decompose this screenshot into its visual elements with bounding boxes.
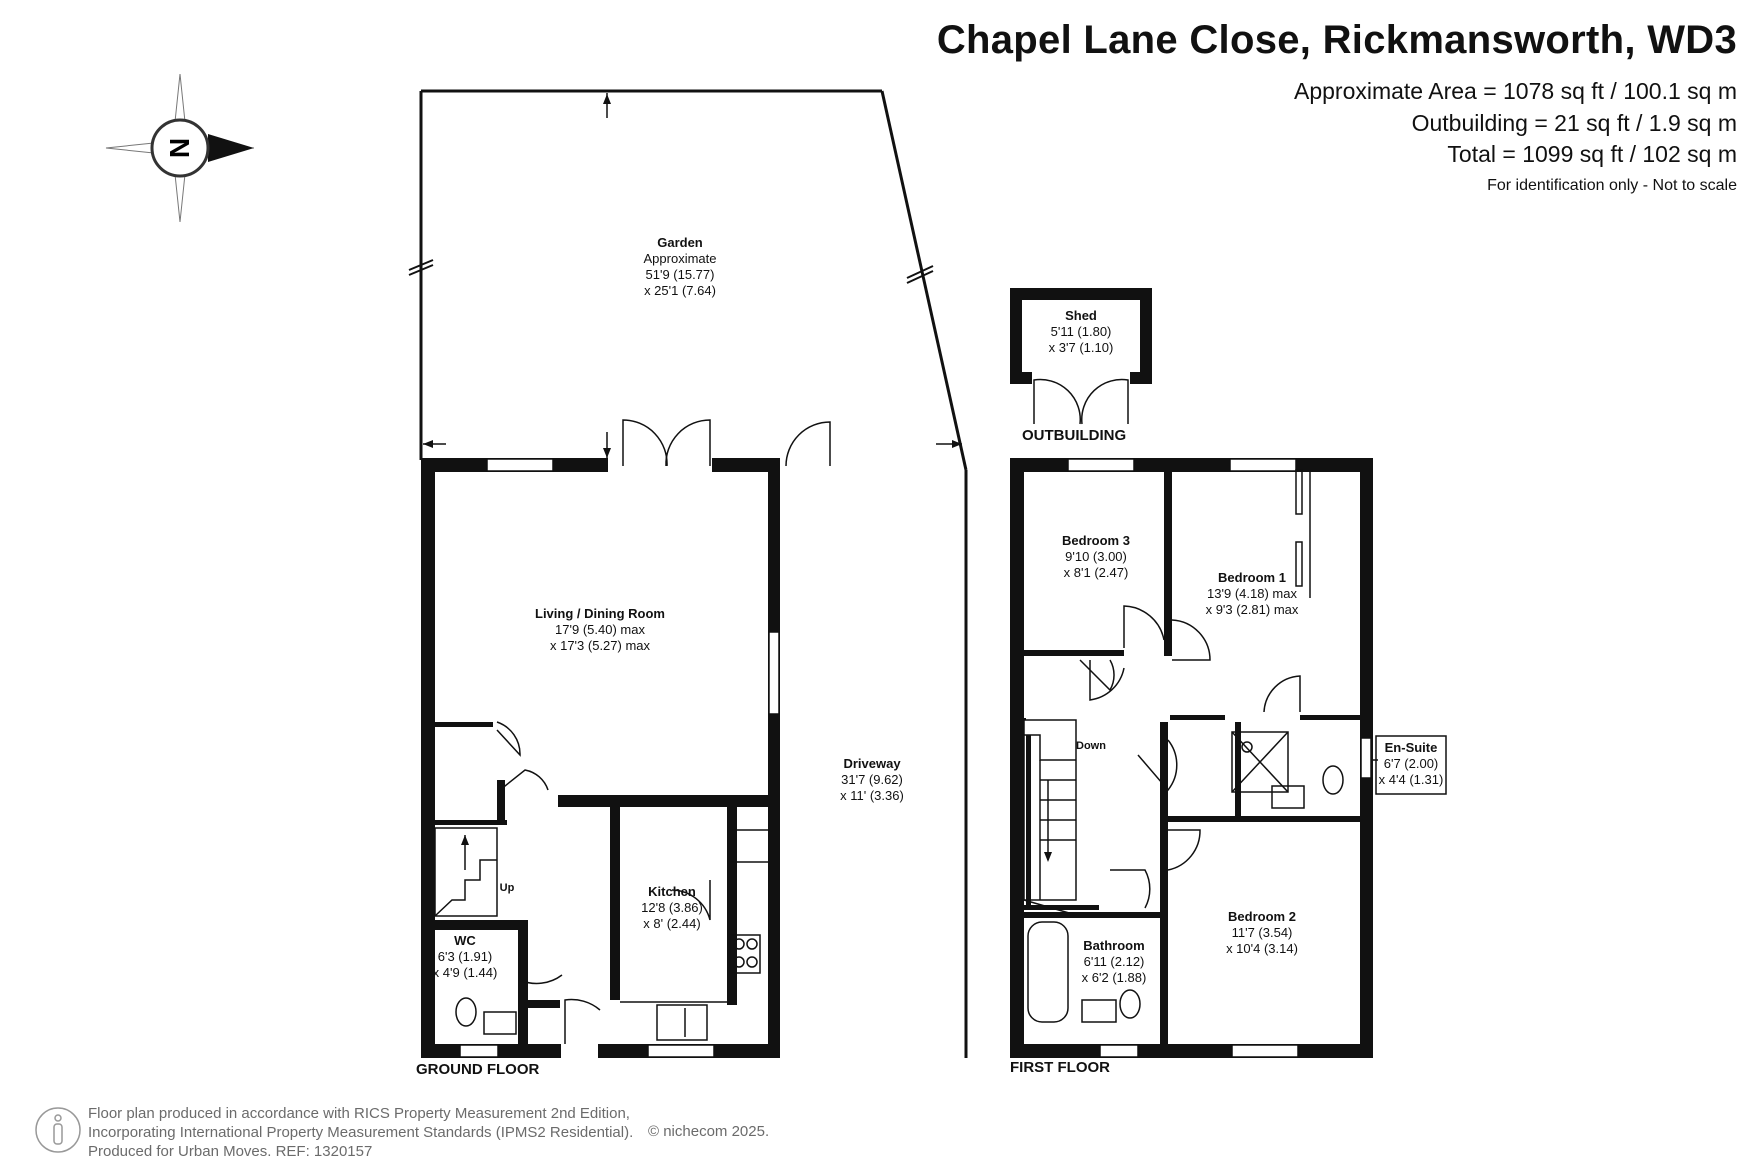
- stairs-up-label: Up: [500, 882, 515, 894]
- total-area: Total = 1099 sq ft / 102 sq m: [1447, 141, 1737, 167]
- bedroom3-name: Bedroom 3: [1062, 533, 1130, 548]
- bedroom2-dim-2: x 10'4 (3.14): [1226, 941, 1298, 956]
- outbuilding-label: OUTBUILDING: [1022, 427, 1126, 444]
- outbuilding-area: Outbuilding = 21 sq ft / 1.9 sq m: [1411, 110, 1737, 136]
- ensuite-dim-2: x 4'4 (1.31): [1379, 772, 1444, 787]
- shed-name: Shed: [1065, 308, 1097, 323]
- first-floor-windows: [1067, 458, 1372, 1058]
- garden-dim-1: Approximate: [644, 251, 717, 266]
- first-floor-doors: [1079, 605, 1301, 909]
- bedroom1-dim-2: x 9'3 (2.81) max: [1206, 602, 1299, 617]
- garden-dim-2: 51'9 (15.77): [646, 267, 715, 282]
- footer-line-3: Produced for Urban Moves. REF: 1320157: [88, 1143, 373, 1160]
- footer-text: Floor plan produced in accordance with R…: [88, 1104, 633, 1161]
- bathroom-dim-1: 6'11 (2.12): [1084, 954, 1145, 969]
- kitchen-name: Kitchen: [648, 884, 696, 899]
- shed-dim-2: x 3'7 (1.10): [1049, 340, 1114, 355]
- bathroom-dim-2: x 6'2 (1.88): [1082, 970, 1147, 985]
- wc-name: WC: [454, 933, 476, 948]
- ground-floor-label: GROUND FLOOR: [416, 1061, 539, 1078]
- compass-rose-icon: N: [105, 73, 254, 223]
- driveway-dim-2: x 11' (3.36): [840, 788, 904, 803]
- floor-labels: GROUND FLOOR FIRST FLOOR OUTBUILDING: [416, 427, 1126, 1078]
- footer-copyright: © nichecom 2025.: [648, 1123, 770, 1140]
- living-name: Living / Dining Room: [535, 606, 665, 621]
- first-floor-stairs: [1023, 719, 1077, 916]
- ground-floor-stairs: [434, 827, 498, 917]
- first-floor-fittings: [1027, 469, 1344, 1023]
- compass-north-label: N: [164, 138, 195, 158]
- shed-walls: [1010, 288, 1152, 384]
- garden-name: Garden: [657, 235, 703, 250]
- ensuite-name: En-Suite: [1385, 740, 1438, 755]
- bedroom1-name: Bedroom 1: [1218, 570, 1286, 585]
- shed-dim-1: 5'11 (1.80): [1051, 324, 1112, 339]
- kitchen-dim-2: x 8' (2.44): [643, 916, 700, 931]
- scale-note: For identification only - Not to scale: [1487, 177, 1737, 194]
- shed-door: [1033, 378, 1129, 425]
- bathroom-name: Bathroom: [1083, 938, 1144, 953]
- approximate-area: Approximate Area = 1078 sq ft / 100.1 sq…: [1293, 78, 1737, 104]
- kitchen-dim-1: 12'8 (3.86): [641, 900, 703, 915]
- bedroom3-dim-1: 9'10 (3.00): [1065, 549, 1127, 564]
- driveway-name: Driveway: [843, 756, 901, 771]
- garden-dim-3: x 25'1 (7.64): [644, 283, 716, 298]
- garden-area: [408, 89, 968, 1058]
- person-logo-icon: [35, 1107, 81, 1153]
- ensuite-callout: [1373, 735, 1447, 795]
- ground-floor-windows: [459, 458, 780, 1058]
- ground-floor-doors: [496, 419, 831, 1044]
- driveway-dim-1: 31'7 (9.62): [841, 772, 903, 787]
- room-labels: Garden Approximate 51'9 (15.77) x 25'1 (…: [433, 235, 1444, 985]
- living-dim-2: x 17'3 (5.27) max: [550, 638, 651, 653]
- page-title: Chapel Lane Close, Rickmansworth, WD3: [936, 18, 1737, 62]
- ensuite-dim-1: 6'7 (2.00): [1384, 756, 1439, 771]
- first-floor-walls: [1010, 458, 1373, 1058]
- footer-line-1: Floor plan produced in accordance with R…: [88, 1105, 630, 1122]
- bedroom3-dim-2: x 8'1 (2.47): [1064, 565, 1129, 580]
- bedroom2-dim-1: 11'7 (3.54): [1232, 925, 1293, 940]
- living-dim-1: 17'9 (5.40) max: [555, 622, 645, 637]
- first-floor-label: FIRST FLOOR: [1010, 1059, 1110, 1076]
- footer-line-2: Incorporating International Property Mea…: [88, 1124, 634, 1141]
- bedroom2-name: Bedroom 2: [1228, 909, 1296, 924]
- bedroom1-dim-1: 13'9 (4.18) max: [1207, 586, 1297, 601]
- kitchen-fittings: [455, 829, 768, 1041]
- stairs-down-label: Down: [1076, 740, 1106, 752]
- wc-dim-1: 6'3 (1.91): [438, 949, 493, 964]
- wc-dim-2: x 4'9 (1.44): [433, 965, 498, 980]
